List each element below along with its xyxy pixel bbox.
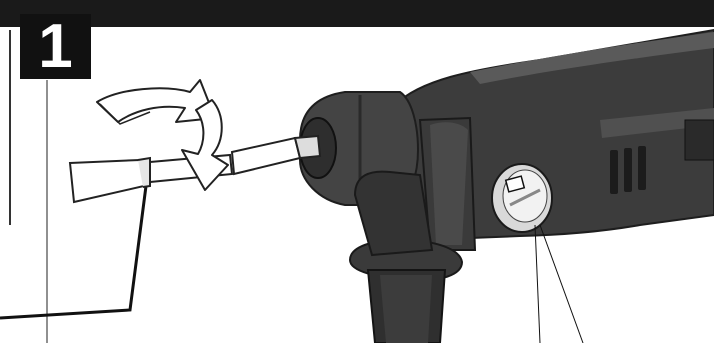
switch-callout-line-2: [540, 225, 583, 343]
step-number: 1: [38, 16, 72, 78]
switch-callout-line-1: [535, 225, 540, 343]
mode-selector-switch-icon: [492, 164, 552, 232]
step-number-badge: 1: [20, 14, 91, 79]
chisel-callout-line: [0, 186, 146, 318]
